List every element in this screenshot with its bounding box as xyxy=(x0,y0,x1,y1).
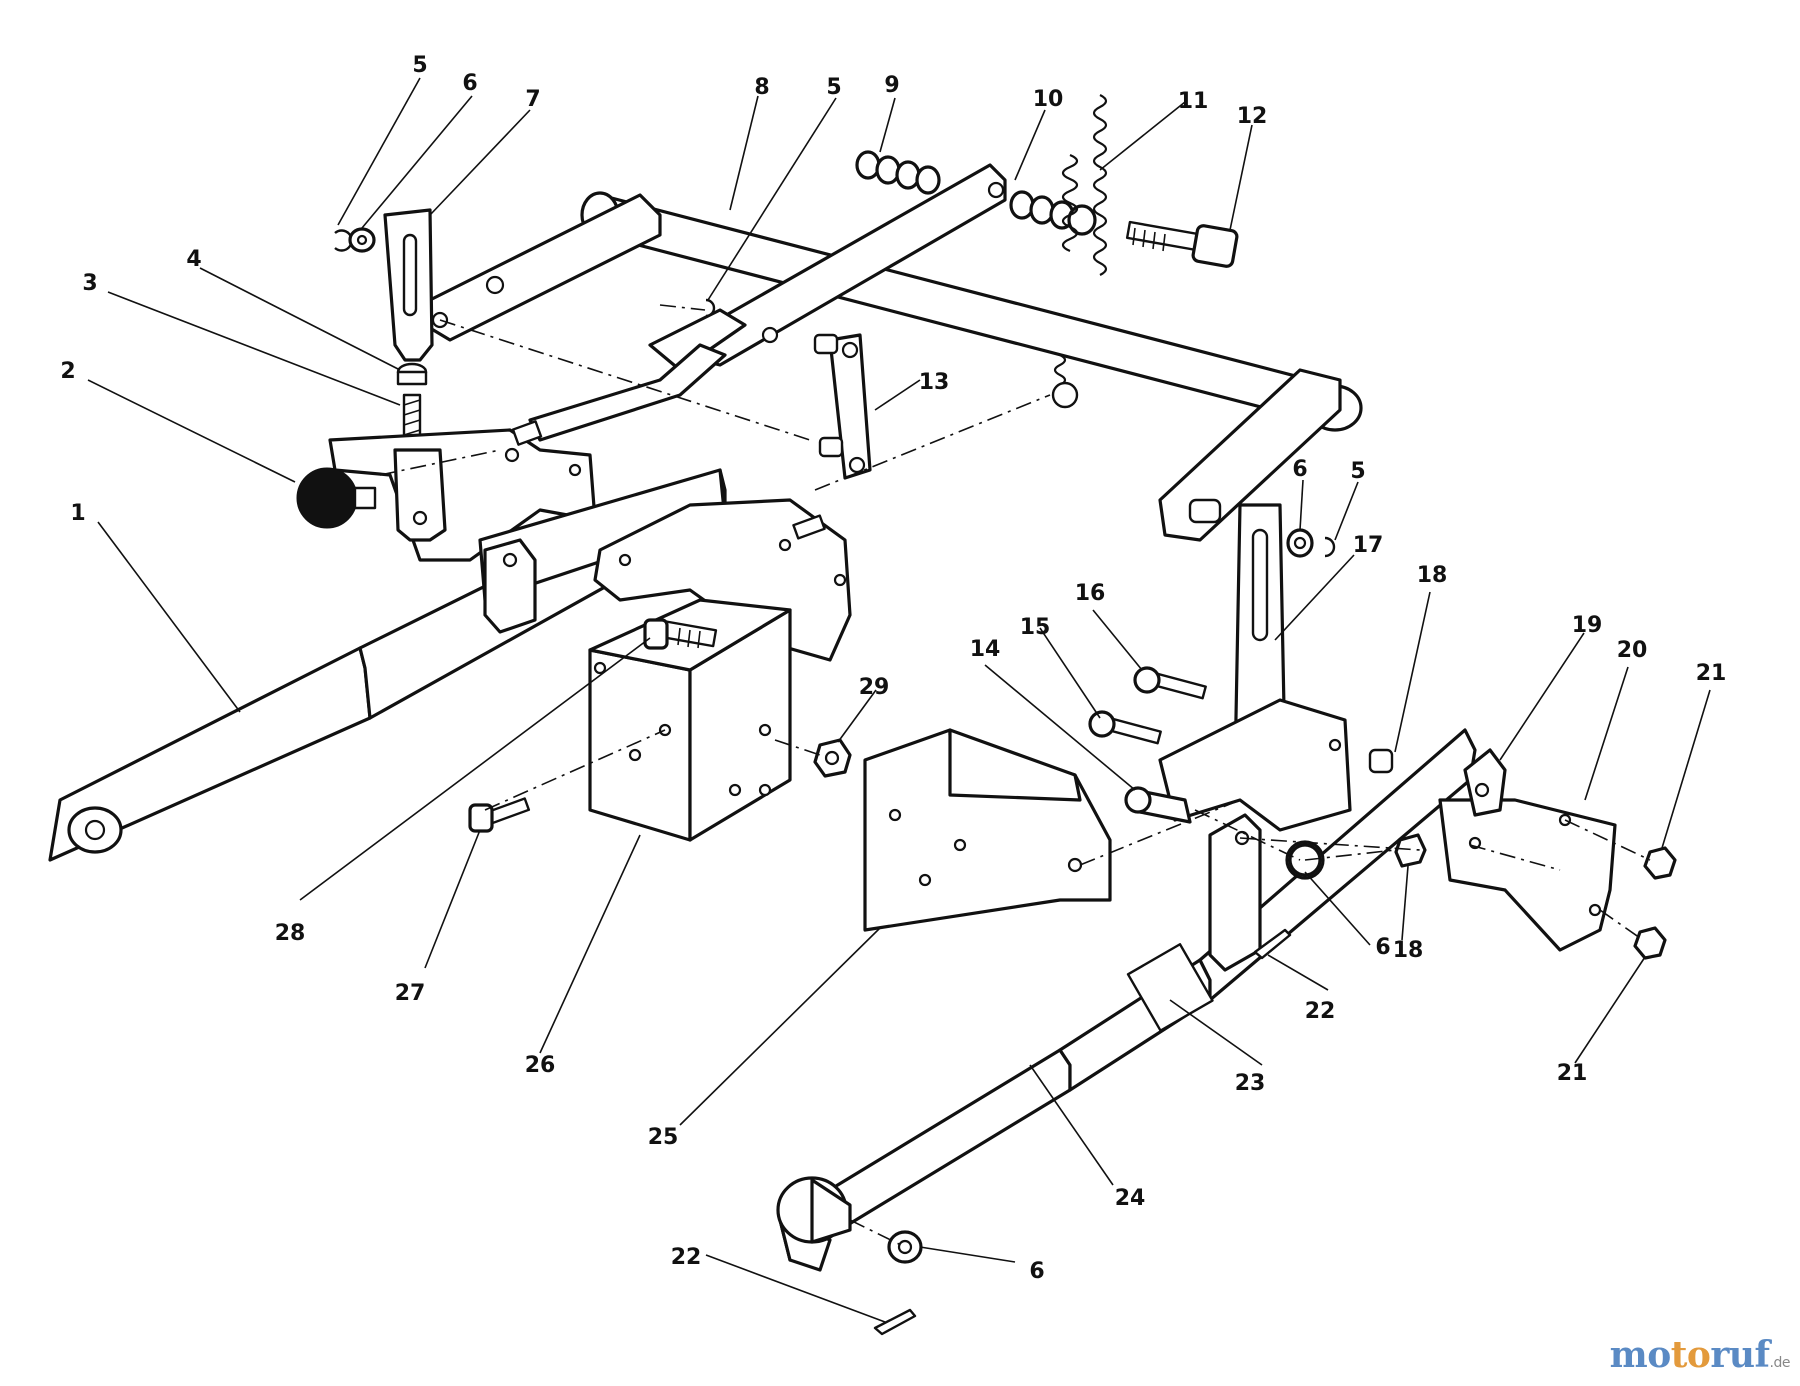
pin-14 xyxy=(1124,786,1192,824)
callout-23: 23 xyxy=(1235,1071,1266,1096)
callout-19: 19 xyxy=(1572,613,1603,638)
alignment-lines xyxy=(379,304,1651,1248)
right-side-plate xyxy=(1158,698,1394,832)
callout-29: 29 xyxy=(859,675,890,700)
left-lift-arm xyxy=(423,193,662,342)
callout-6-pivot: 6 xyxy=(1375,935,1390,960)
u-bracket-26 xyxy=(588,598,792,842)
callout-28: 28 xyxy=(275,921,306,946)
washer-6-bottom xyxy=(887,1230,923,1264)
cotter-pin-22-bottom xyxy=(873,1308,917,1336)
clip-19 xyxy=(1463,748,1507,817)
callout-4: 4 xyxy=(186,247,201,272)
knob-2 xyxy=(296,467,377,529)
callout-5-link: 5 xyxy=(1350,459,1365,484)
callout-5-top-left: 5 xyxy=(412,53,427,78)
callout-18-lower: 18 xyxy=(1393,938,1424,963)
callout-10: 10 xyxy=(1033,87,1064,112)
callout-22-bottom: 22 xyxy=(671,1245,702,1270)
callout-15: 15 xyxy=(1020,615,1051,640)
watermark-part-1: mo xyxy=(1609,1334,1672,1376)
bolt-16 xyxy=(1133,666,1207,700)
bolt-15 xyxy=(1088,710,1162,745)
callout-3: 3 xyxy=(82,271,97,296)
callout-6-top-left: 6 xyxy=(462,71,477,96)
callout-25: 25 xyxy=(648,1125,679,1150)
bolt-27 xyxy=(468,797,531,833)
cross-rod-8 xyxy=(580,191,1363,432)
bolt-12 xyxy=(1125,220,1239,268)
cotter-pin-22-right xyxy=(1253,928,1292,960)
leader-lines xyxy=(87,77,1711,1323)
watermark-part-2: to xyxy=(1670,1334,1711,1376)
callout-26: 26 xyxy=(525,1053,556,1078)
callout-16: 16 xyxy=(1075,581,1106,606)
callout-22-right: 22 xyxy=(1305,999,1336,1024)
clip-5-link xyxy=(1324,536,1336,558)
callout-6-link: 6 xyxy=(1292,457,1307,482)
washer-6-top-left xyxy=(348,227,376,253)
washers-9 xyxy=(855,150,941,195)
callout-24: 24 xyxy=(1115,1186,1146,1211)
bolt-28 xyxy=(643,618,718,650)
nut-21-upper xyxy=(1643,846,1677,880)
callout-21-upper: 21 xyxy=(1696,661,1727,686)
callout-18-upper: 18 xyxy=(1417,563,1448,588)
connecting-rod xyxy=(511,343,727,446)
u-bracket-25 xyxy=(863,728,1112,932)
callout-14: 14 xyxy=(970,637,1001,662)
callout-7: 7 xyxy=(525,87,540,112)
callout-8: 8 xyxy=(754,75,769,100)
callout-17: 17 xyxy=(1353,533,1384,558)
link-13 xyxy=(813,333,872,480)
watermark-suffix: .de xyxy=(1769,1355,1791,1371)
watermark-logo: motoruf.de xyxy=(1609,1334,1791,1376)
callout-5-mid: 5 xyxy=(826,75,841,100)
callout-12: 12 xyxy=(1237,104,1268,129)
clip-5-mid xyxy=(705,298,716,318)
spring-11 xyxy=(1053,94,1108,386)
lever-7 xyxy=(383,208,434,362)
callout-20: 20 xyxy=(1617,638,1648,663)
callout-1: 1 xyxy=(70,501,85,526)
callout-21-lower: 21 xyxy=(1557,1061,1588,1086)
callout-labels: 1 2 3 4 5 6 7 8 5 9 10 11 12 13 6 5 17 1… xyxy=(60,53,1726,1284)
right-plate-20 xyxy=(1438,798,1617,952)
callout-27: 27 xyxy=(395,981,426,1006)
callout-11: 11 xyxy=(1178,89,1209,114)
right-lift-arm xyxy=(1158,368,1342,542)
left-bracket-plate xyxy=(328,428,597,562)
spacer-18 xyxy=(1394,833,1427,868)
washer-6-link xyxy=(1286,528,1314,558)
callout-6-bottom: 6 xyxy=(1029,1259,1044,1284)
washers-10 xyxy=(1009,190,1097,236)
watermark-part-3: ruf xyxy=(1710,1334,1770,1376)
nut-21-lower xyxy=(1633,926,1667,960)
nut-29 xyxy=(813,738,852,778)
pivot-circle xyxy=(1051,381,1079,409)
callout-2: 2 xyxy=(60,359,75,384)
lever-10 xyxy=(648,163,1007,372)
right-bar-24 xyxy=(776,728,1477,1272)
callout-9: 9 xyxy=(884,73,899,98)
callout-13: 13 xyxy=(919,370,950,395)
